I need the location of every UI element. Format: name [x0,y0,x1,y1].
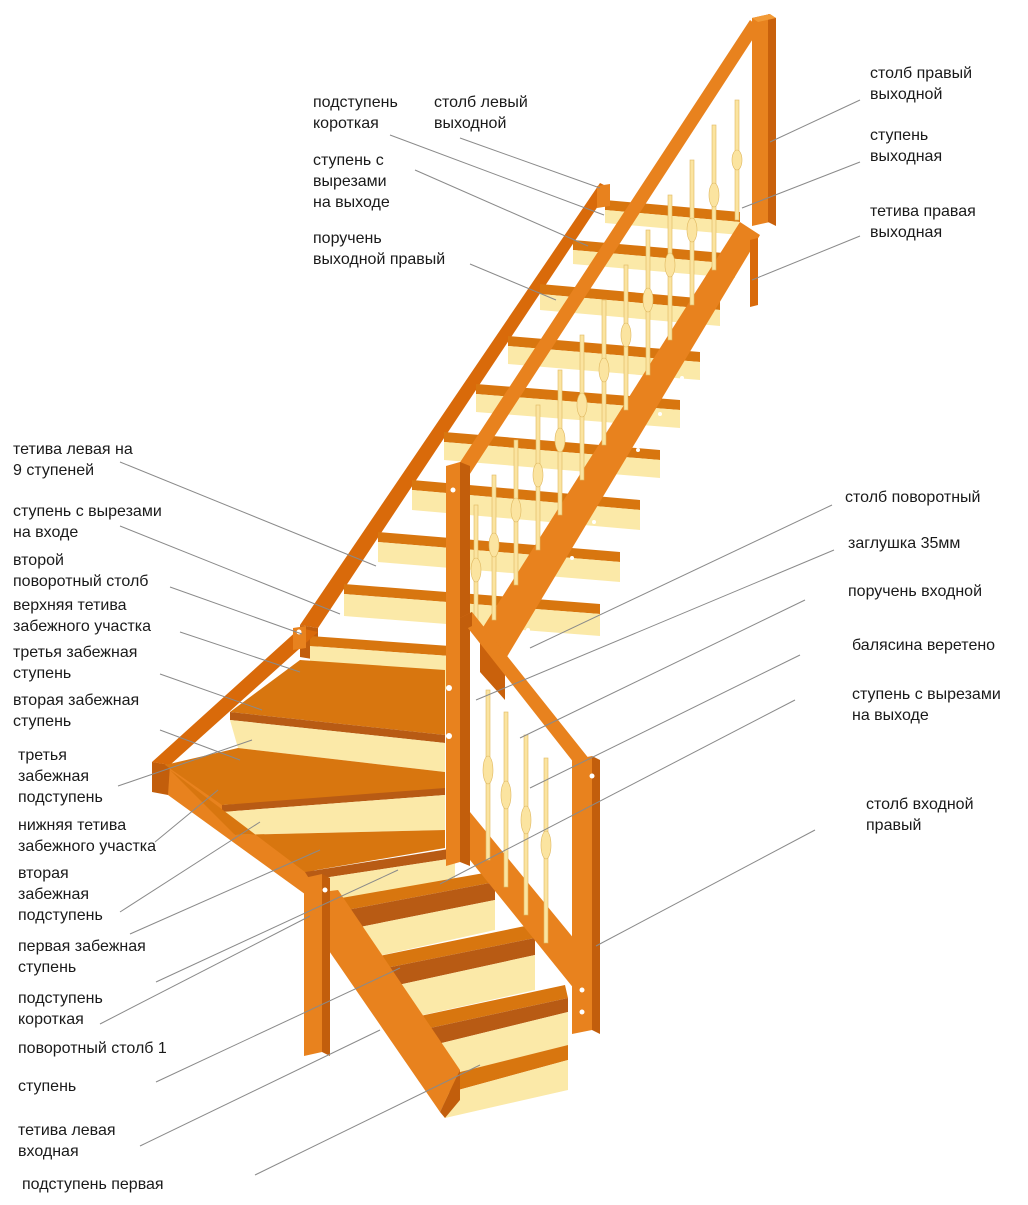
label-stupen-vyrezy-vyhod-right: ступень с вырезами на выходе [852,686,1001,724]
label-poruchen-vyhodnoi-pravyi: поручень выходной правый [313,230,446,268]
label-podstupen-korotkaya-top: подступень короткая [313,94,398,132]
left-exit-post [597,184,610,208]
label-pervaya-zabeg-stupen: первая забежная ступень [18,938,146,976]
turning-post-1 [304,874,322,1056]
label-podstupen-korotkaya-bottom: подступень короткая [18,990,103,1028]
label-stolb-levyi-vyhodnoi: столб левый выходной [434,94,528,132]
leader-lines [99,99,861,1176]
left-entry-stringer [322,890,460,1112]
label-zaglushka: заглушка 35мм [848,535,961,552]
label-stupen-vyhodnaya: ступень выходная [870,127,943,165]
label-vtoraya-zabeg-stupen: вторая забежная ступень [13,692,140,730]
label-vtoroi-povorotnyi-stolb: второй поворотный столб [13,552,149,590]
label-stolb-povorotnyi: столб поворотный [845,489,981,506]
label-balyasina: балясина веретено [852,637,996,654]
label-poruchen-vhodnoi: поручень входной [848,583,983,600]
label-stupen: ступень [18,1078,77,1095]
label-stupen-vyrezy-vhod: ступень с вырезами на входе [13,503,162,541]
winder-steps [165,660,455,900]
label-stolb-vhodnoi-pravyi: столб входной правый [866,796,974,834]
label-tretya-zabeg-stupen: третья забежная ступень [13,644,138,682]
upper-handrail [455,20,760,480]
label-povorotnyi-stolb-1: поворотный столб 1 [18,1040,167,1057]
label-stupen-vyrezy-vyhod-top: ступень с вырезами на выходе [313,152,390,211]
label-stolb-pravyi-vyhodnoi: столб правый выходной [870,65,973,103]
label-tetiva-levaya-9: тетива левая на 9 ступеней [13,441,133,479]
left-stringer-9-steps [300,183,610,628]
right-lower-stringer [455,812,575,990]
label-tetiva-pravaya-vyhodnaya: тетива правая выходная [870,203,976,241]
right-exit-stringer [480,222,760,660]
label-tretya-zabeg-podstupen: третья забежная подступень [18,747,103,806]
label-nizhnyaya-tetiva-zabeg: нижняя тетива забежного участка [18,817,157,855]
label-podstupen-pervaya: подступень первая [22,1176,164,1193]
label-tetiva-levaya-vhodnaya: тетива левая входная [18,1122,116,1160]
entry-handrail [460,612,590,768]
upper-winder-stringer [152,628,318,765]
label-vtoraya-zabeg-podstupen: вторая забежная подступень [18,865,103,924]
right-entry-post [572,756,592,1034]
right-exit-post [752,14,770,226]
main-turning-post [446,462,460,866]
upper-balusters [470,99,743,636]
label-verhnyaya-tetiva-zabeg: верхняя тетива забежного участка [13,597,152,635]
